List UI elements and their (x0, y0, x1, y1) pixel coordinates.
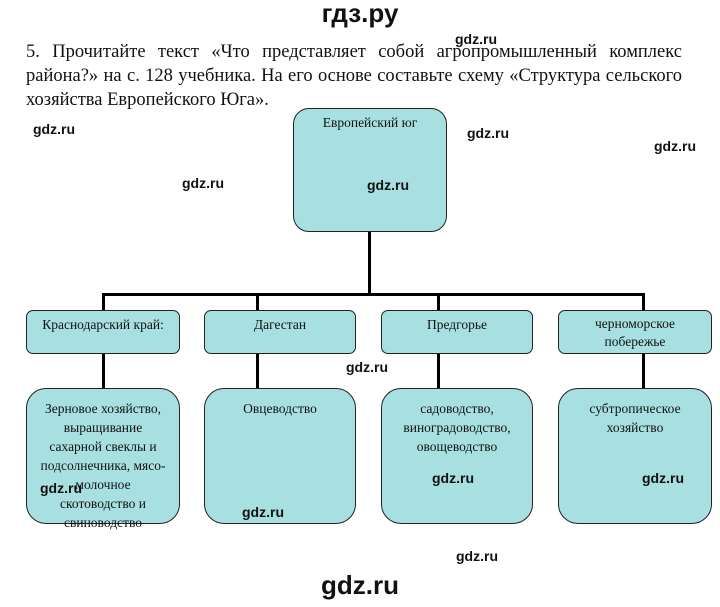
watermark: gdz.ru (33, 121, 75, 137)
task-text: 5. Прочитайте текст «Что представляет со… (26, 42, 682, 110)
horizontal-connector-line (102, 293, 645, 296)
site-header: гдз.ру (321, 0, 399, 28)
watermark: gdz.ru (654, 138, 696, 154)
drop-line-krasnodar (102, 293, 105, 311)
region-label: черноморское побережье (594, 316, 676, 349)
watermark: gdz.ru (40, 480, 82, 496)
region-label: Краснодарский край: (42, 317, 164, 332)
region-node-coast: черноморское побережье (558, 310, 712, 354)
link-line-krasnodar (102, 354, 105, 389)
site-footer: gdz.ru (321, 570, 399, 600)
detail-text: субтропическое хозяйство (589, 401, 681, 435)
watermark: gdz.ru (456, 548, 498, 564)
region-node-dagestan: Дагестан (204, 310, 356, 354)
watermark: gdz.ru (467, 125, 509, 141)
drop-line-dagestan (256, 293, 259, 311)
link-line-predgorye (437, 354, 440, 389)
watermark: gdz.ru (242, 504, 284, 520)
detail-text: Овцеводство (243, 401, 317, 416)
detail-node-krasnodar: Зерновое хозяйство, выращивание сахарной… (26, 388, 180, 530)
detail-text: Зерновое хозяйство, выращивание сахарной… (40, 401, 166, 530)
drop-line-coast (642, 293, 645, 311)
detail-node-predgorye: садоводство, виноградоводство, овощеводс… (381, 388, 533, 524)
root-node: Европейский юг (293, 108, 447, 232)
link-line-dagestan (256, 354, 259, 389)
detail-node-dagestan: Овцеводство (204, 388, 356, 524)
watermark: gdz.ru (346, 359, 388, 375)
watermark: gdz.ru (182, 175, 224, 191)
watermark: gdz.ru (367, 177, 409, 193)
region-node-krasnodar: Краснодарский край: (26, 310, 180, 354)
region-label: Предгорье (426, 317, 488, 332)
link-line-coast (642, 354, 645, 389)
watermark: gdz.ru (455, 31, 497, 47)
region-node-predgorye: Предгорье (381, 310, 533, 354)
drop-line-predgorye (437, 293, 440, 311)
detail-node-coast: субтропическое хозяйство (558, 388, 712, 524)
watermark: gdz.ru (642, 470, 684, 486)
detail-text: садоводство, виноградоводство, овощеводс… (403, 401, 511, 454)
region-label: Дагестан (253, 317, 307, 332)
watermark: gdz.ru (432, 470, 474, 486)
root-stem-line (368, 232, 371, 295)
